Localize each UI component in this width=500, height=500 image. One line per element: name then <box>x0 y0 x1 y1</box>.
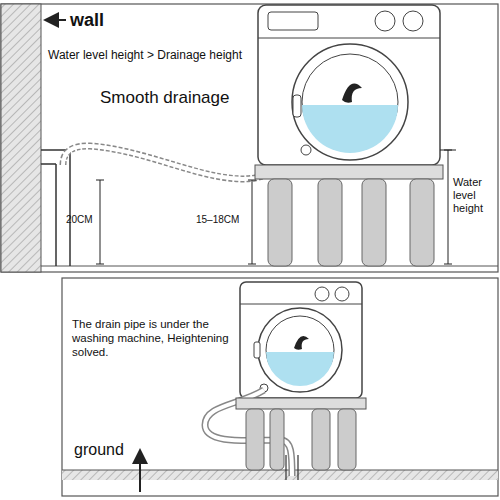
ground-label: ground <box>74 440 136 459</box>
dimension-label: 20CM <box>66 214 98 226</box>
dimension-label: Water level height <box>453 176 497 216</box>
condition-note: Water level height > Drainage height <box>48 48 258 62</box>
result-note: Smooth drainage <box>100 88 250 108</box>
dimension-label: 15–18CM <box>196 214 250 226</box>
note-text: The drain pipe is under the washing mach… <box>72 318 232 359</box>
wall-label: wall <box>70 10 150 32</box>
